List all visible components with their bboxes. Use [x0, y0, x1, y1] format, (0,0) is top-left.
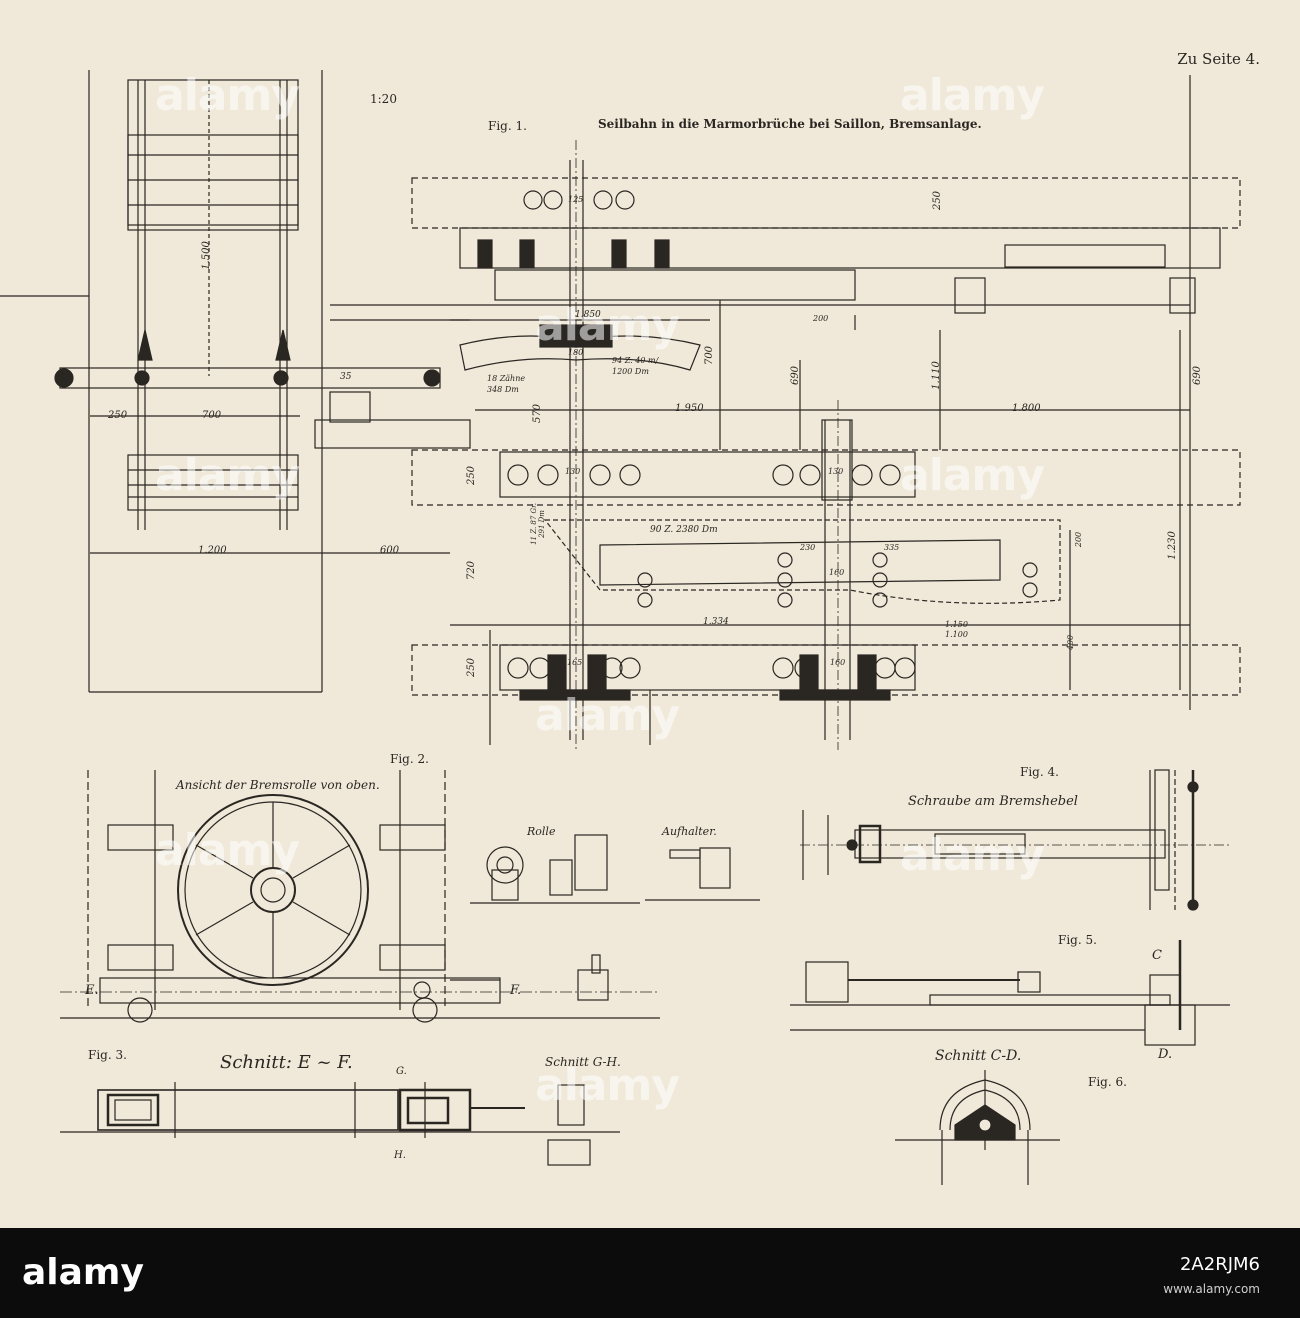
- fig5-screw-side: [790, 940, 1230, 1046]
- gear-spec-2: 18 Zähne: [487, 374, 526, 383]
- watermark: alamy: [900, 450, 1045, 501]
- dim-250-d: 250: [466, 657, 478, 678]
- dim-1850: 1.850: [575, 310, 601, 320]
- schnitt-gh-caption: Schnitt G-H.: [545, 1055, 621, 1069]
- fig6-label: Fig. 6.: [1088, 1075, 1127, 1089]
- dim-125: 125: [568, 195, 584, 204]
- watermark: alamy: [155, 70, 300, 121]
- dim-720: 720: [466, 560, 478, 581]
- dim-690-b: 690: [1192, 365, 1204, 386]
- watermark: alamy: [535, 690, 680, 741]
- fig4-label: Fig. 4.: [1020, 765, 1059, 779]
- fig3-section: [60, 1082, 620, 1166]
- dim-200: 200: [813, 314, 829, 323]
- dim-1200: 1.200: [198, 545, 227, 556]
- dim-200-b: 200: [1074, 531, 1084, 548]
- dim-570: 570: [532, 403, 544, 424]
- technical-drawing: [0, 70, 1241, 1185]
- fig4-screw: [800, 769, 1230, 910]
- letter-g: G.: [396, 1066, 407, 1077]
- footer-bar: [0, 1228, 1300, 1318]
- dim-130-b: 130: [828, 467, 844, 476]
- watermark: alamy: [900, 70, 1045, 121]
- fig6-section: [895, 1070, 1060, 1185]
- watermark: alamy: [155, 825, 300, 876]
- letter-f: F.: [510, 983, 522, 998]
- rolle-caption: Rolle: [527, 825, 556, 838]
- dim-1110: 1.110: [930, 361, 942, 390]
- footer-brand-logo: alamy: [22, 1252, 144, 1293]
- gear-spec-1: 94 Z. 40 m/: [612, 356, 659, 365]
- aufhalter-caption: Aufhalter.: [662, 825, 717, 838]
- dim-35: 35: [340, 372, 352, 382]
- schnitt-ef-caption: Schnitt: E ~ F.: [220, 1052, 353, 1073]
- fig1-plan-view: [330, 75, 1241, 750]
- dim-335: 335: [884, 543, 900, 552]
- watermark: alamy: [535, 1060, 680, 1111]
- gear-spec-4b: 291 Dm: [537, 510, 546, 538]
- gear-spec-1b: 1200 Dm: [612, 367, 649, 376]
- letter-h: H.: [394, 1150, 406, 1161]
- drawing-title: Seilbahn in die Marmorbrüche bei Saillon…: [598, 117, 982, 131]
- dim-160-b: 160: [830, 658, 846, 667]
- fig1-label: Fig. 1.: [488, 119, 527, 133]
- gear-spec-3: 90 Z. 2380 Dm: [650, 525, 718, 535]
- dim-700: 700: [202, 410, 222, 421]
- fig2-label: Fig. 2.: [390, 752, 429, 766]
- watermark: alamy: [155, 450, 300, 501]
- fig4-caption: Schraube am Bremshebel: [908, 794, 1078, 809]
- page-reference: Zu Seite 4.: [1177, 50, 1260, 68]
- dim-180: 180: [568, 348, 584, 357]
- dim-250: 250: [108, 410, 128, 421]
- dim-400: 400: [1066, 634, 1076, 651]
- dim-1334: 1.334: [703, 617, 729, 627]
- letter-e: E.: [85, 983, 99, 998]
- fig1-side-view: [0, 70, 471, 693]
- dim-250-b: 250: [932, 190, 944, 211]
- dim-1500: 1.500: [200, 241, 212, 270]
- scale-label: 1:20: [370, 92, 397, 106]
- dim-230: 230: [800, 543, 816, 552]
- dim-165: 165: [567, 658, 583, 667]
- footer-url[interactable]: www.alamy.com: [1163, 1282, 1260, 1296]
- gear-spec-4: 11 Z. 87 Gr.: [529, 503, 538, 545]
- fig3-label: Fig. 3.: [88, 1048, 127, 1062]
- watermark: alamy: [535, 300, 680, 351]
- schnitt-cd-caption: Schnitt C-D.: [935, 1048, 1022, 1064]
- letter-c: C: [1152, 948, 1162, 963]
- footer-image-id: 2A2RJM6: [1179, 1254, 1260, 1275]
- gear-spec-2b: 348 Dm: [487, 385, 519, 394]
- watermark: alamy: [900, 830, 1045, 881]
- dim-1230: 1.230: [1166, 531, 1178, 560]
- dim-1150: 1.150: [945, 620, 968, 629]
- letter-d: D.: [1158, 1047, 1173, 1062]
- dim-160-a: 160: [829, 568, 845, 577]
- dim-250-c: 250: [466, 465, 478, 486]
- dim-1800: 1.800: [1012, 403, 1041, 414]
- dim-700-b: 700: [704, 345, 716, 366]
- fig2-brake-roller: [60, 770, 760, 1023]
- dim-600: 600: [380, 545, 400, 556]
- dim-1100: 1.100: [945, 630, 968, 639]
- fig2-view-caption: Ansicht der Bremsrolle von oben.: [176, 778, 380, 792]
- fig5-label: Fig. 5.: [1058, 933, 1097, 947]
- dim-1950: 1.950: [675, 403, 704, 414]
- dim-690: 690: [790, 365, 802, 386]
- dim-130-a: 130: [565, 467, 581, 476]
